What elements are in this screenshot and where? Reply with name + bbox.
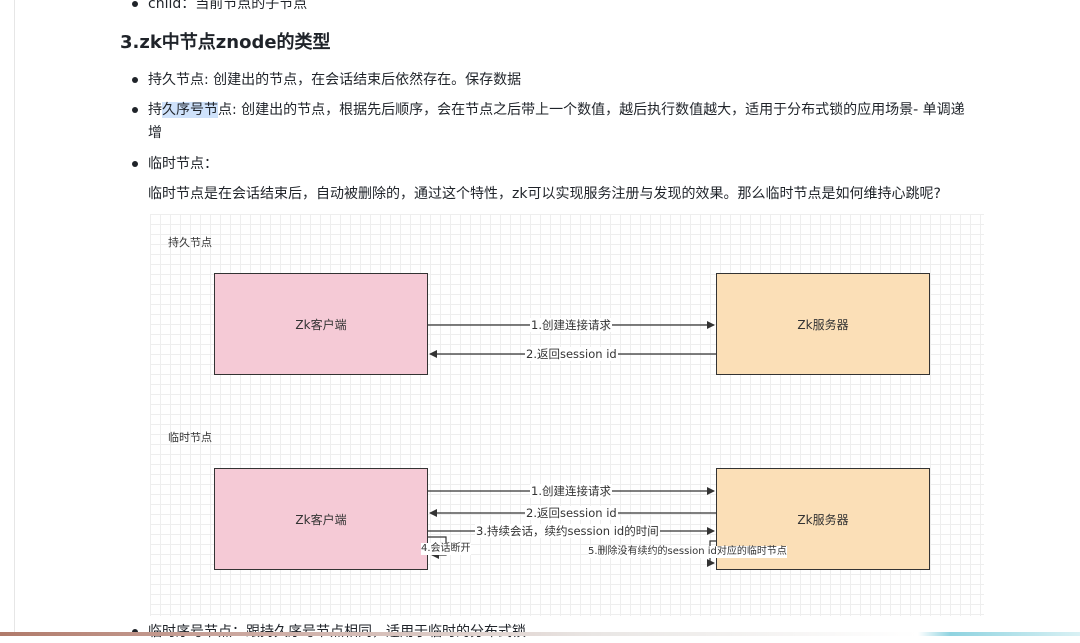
list-item-ephemeral: 临时节点：: [148, 156, 218, 172]
section-label-ephemeral: 临时节点: [168, 431, 212, 444]
list-item-continuation: 增: [148, 125, 162, 141]
bullet: [132, 77, 138, 83]
client-label: Zk客户端: [295, 512, 347, 527]
arrow-label: 2.返回session id: [525, 347, 618, 361]
bullet: [132, 107, 138, 113]
note-delete-node: 5.删除没有续约的session id对应的临时节点: [588, 546, 787, 558]
list-item-child: child：当前节点的子节点: [148, 0, 308, 12]
server-label: Zk服务器: [797, 317, 849, 332]
list-item-persistent-sequential: 持久序号节点: 创建出的节点，根据先后顺序，会在节点之后带上一个数值，越后执行数…: [148, 99, 965, 121]
text-post: 点: 创建出的节点，根据先后顺序，会在节点之后带上一个数值，越后执行数值越大，适…: [218, 102, 965, 118]
arrow-label: 3.持续会话，续约session id的时间: [475, 524, 660, 538]
text-pre: 持: [148, 102, 162, 118]
left-border: [14, 0, 15, 636]
server-box: Zk服务器: [716, 273, 930, 375]
client-box: Zk客户端: [214, 468, 428, 570]
arrow-label: 2.返回session id: [525, 506, 618, 520]
list-item-persistent: 持久节点: 创建出的节点，在会话结束后依然存在。保存数据: [148, 72, 522, 88]
bullet: [132, 1, 138, 7]
bullet: [132, 161, 138, 167]
server-label: Zk服务器: [797, 512, 849, 527]
paragraph: 临时节点是在会话结束后，自动被删除的，通过这个特性，zk可以实现服务注册与发现的…: [148, 186, 941, 202]
taskbar-strip: [0, 632, 1080, 636]
client-label: Zk客户端: [295, 317, 347, 332]
arrow-label: 1.创建连接请求: [530, 318, 612, 332]
node-type-diagram: 持久节点 Zk客户端 Zk服务器 1.创建连接请求 2.返回session id…: [150, 214, 984, 616]
note-disconnect: 4.会话断开: [421, 543, 471, 555]
section-heading: 3.zk中节点znode的类型: [120, 32, 331, 53]
section-label-persistent: 持久节点: [168, 236, 212, 249]
arrow-label: 1.创建连接请求: [530, 484, 612, 498]
client-box: Zk客户端: [214, 273, 428, 375]
text-highlight[interactable]: 久序号节: [162, 102, 218, 118]
